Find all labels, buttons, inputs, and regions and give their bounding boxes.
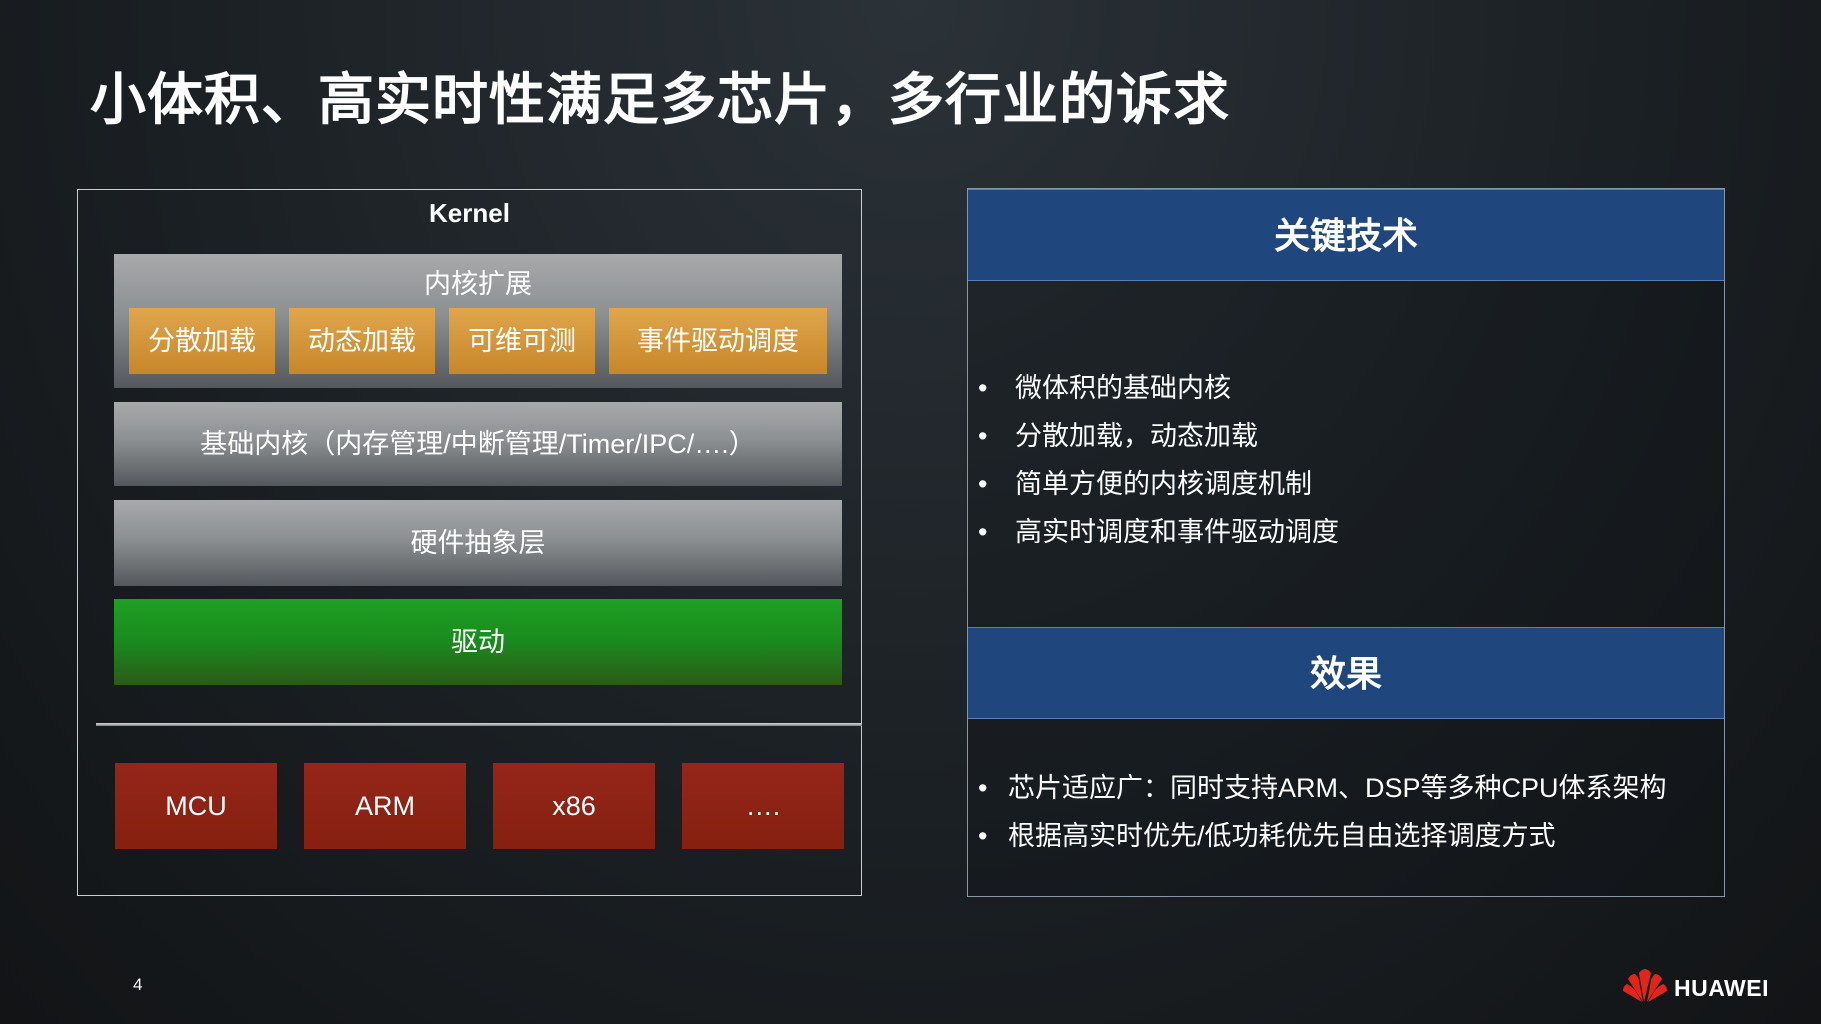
list-item: •根据高实时优先/低功耗优先自由选择调度方式	[978, 821, 1556, 851]
kernel-extension-layer: 内核扩展 分散加载 动态加载 可维可测 事件驱动调度	[114, 254, 842, 388]
hardware-mcu: MCU	[115, 763, 277, 849]
kernel-architecture-diagram: Kernel 内核扩展 分散加载 动态加载 可维可测 事件驱动调度 基础内核（内…	[77, 189, 862, 896]
hardware-arm: ARM	[304, 763, 466, 849]
hardware-x86: x86	[493, 763, 655, 849]
list-item: •微体积的基础内核	[978, 373, 1231, 403]
huawei-flower-icon	[1622, 968, 1668, 1008]
hardware-divider	[96, 723, 862, 726]
effect-list: •芯片适应广：同时支持ARM、DSP等多种CPU体系架构 •根据高实时优先/低功…	[978, 764, 1667, 860]
key-tech-list: •微体积的基础内核 •分散加载，动态加载 •简单方便的内核调度机制 •高实时调度…	[978, 364, 1339, 556]
chip-scatter-loading: 分散加载	[129, 308, 275, 374]
effect-header: 效果	[968, 627, 1724, 719]
hardware-more: ….	[682, 763, 844, 849]
list-item: •分散加载，动态加载	[978, 421, 1258, 451]
list-item: •高实时调度和事件驱动调度	[978, 517, 1339, 547]
key-tech-header: 关键技术	[968, 189, 1724, 281]
page-number: 4	[133, 975, 143, 994]
driver-layer: 驱动	[114, 599, 842, 685]
slide-title: 小体积、高实时性满足多芯片，多行业的诉求	[90, 68, 1230, 131]
huawei-logo-text: HUAWEI	[1674, 974, 1769, 1001]
chip-dynamic-loading: 动态加载	[289, 308, 435, 374]
list-item: •简单方便的内核调度机制	[978, 469, 1312, 499]
list-item: •芯片适应广：同时支持ARM、DSP等多种CPU体系架构	[978, 773, 1667, 803]
kernel-label: Kernel	[429, 198, 510, 228]
basic-kernel-layer: 基础内核（内存管理/中断管理/Timer/IPC/….）	[114, 402, 842, 486]
kernel-extension-label: 内核扩展	[424, 269, 532, 299]
huawei-logo: HUAWEI	[1622, 968, 1769, 1008]
key-tech-panel: 关键技术 •微体积的基础内核 •分散加载，动态加载 •简单方便的内核调度机制 •…	[967, 188, 1725, 897]
chip-maintainability: 可维可测	[449, 308, 595, 374]
chip-event-driven-scheduling: 事件驱动调度	[609, 308, 827, 374]
hardware-abstraction-layer: 硬件抽象层	[114, 500, 842, 586]
